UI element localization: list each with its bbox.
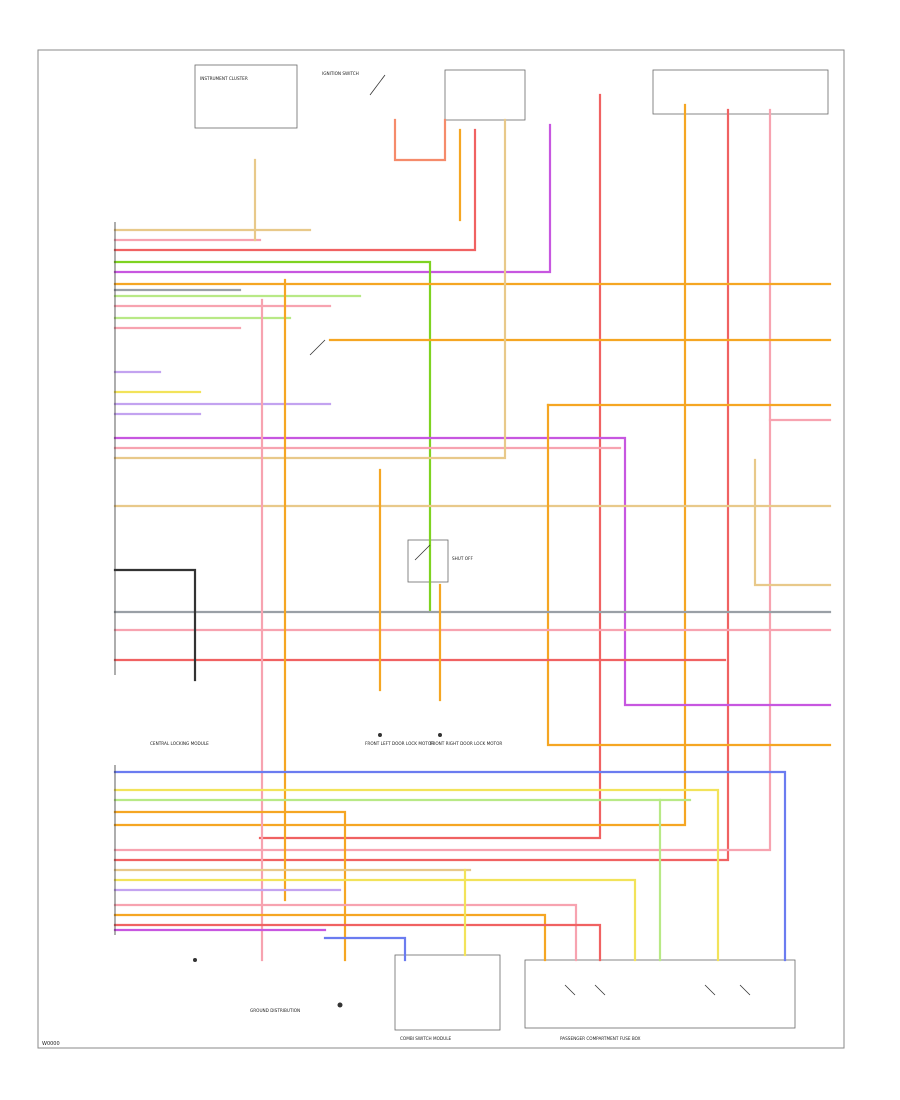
wire-orange-4 [546,403,832,747]
wire-group [113,93,832,962]
central-lock-label: GROUND DISTRIBUTION [250,1008,300,1013]
wire-green-1 [113,260,432,612]
wire-red-top [113,128,477,252]
wire-yellow-main [113,788,720,962]
wire-violet-main [113,436,832,707]
switch-module-label: PASSENGER COMPARTMENT FUSE BOX [560,1036,641,1041]
wire-salmon-top [393,118,447,162]
wire-tan-2 [113,118,507,460]
wire-orange-low2 [113,913,547,962]
wire-tan-3 [753,458,832,587]
combi-module-label: COMBI SWITCH MODULE [400,1036,452,1041]
wire-blue-low [323,936,407,962]
relay-label: SHUT OFF [452,556,473,561]
switch-group [193,74,751,1008]
right-motor-label: FRONT RIGHT DOOR LOCK MOTOR [430,741,502,746]
fuse-box-a [444,69,526,121]
wire-yellow-low [113,878,637,962]
fuse-box-b [652,69,829,115]
top-module-box [194,64,298,129]
wire-blue-main [113,770,787,962]
wire-pink-low [113,903,578,962]
relay-box [407,539,449,583]
left-motor-label: FRONT LEFT DOOR LOCK MOTOR [365,741,434,746]
wire-red-right [113,108,730,862]
wire-red-low [113,923,602,962]
wire-pink-right [113,108,772,852]
diagram-frame [37,49,845,1049]
wire-black-1 [113,568,197,682]
switch-module-box [524,959,796,1029]
can-module-label: CENTRAL LOCKING MODULE [150,741,209,746]
cluster-label: INSTRUMENT CLUSTER [200,76,248,81]
wire-red-long [258,93,602,840]
ignition-label: IGNITION SWITCH [322,71,359,76]
wire-orange-right [113,103,687,827]
combi-module-box [394,954,501,1031]
wire-violet-top [113,123,552,274]
wire-orange-low [113,810,347,962]
footer-code: W0000 [42,1041,60,1047]
